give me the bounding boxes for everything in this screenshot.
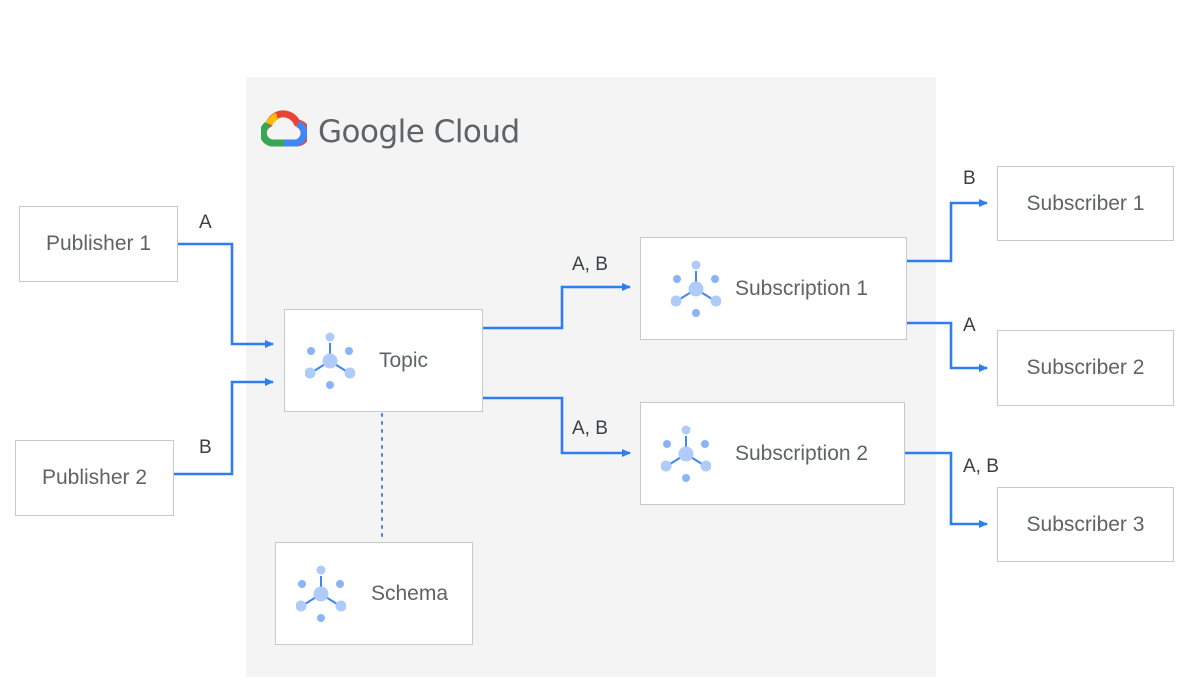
- publisher-1-message-label: A: [199, 212, 212, 233]
- publisher-2-message-label: B: [199, 437, 212, 458]
- subscriber-2-message-label: A: [963, 315, 976, 336]
- topic-label: Topic: [379, 348, 429, 372]
- subscriber-1-message-label: B: [963, 168, 976, 189]
- subscriber-3-label: Subscriber 3: [1026, 512, 1145, 536]
- subscriber-2-box: Subscriber 2: [997, 330, 1174, 406]
- google-cloud-logo-icon: [261, 110, 307, 147]
- subscriber-3-box: Subscriber 3: [997, 487, 1174, 562]
- subscriber-1-label: Subscriber 1: [1026, 191, 1145, 215]
- subscription-2-box: Subscription 2: [640, 402, 905, 505]
- schema-box: Schema: [275, 542, 473, 645]
- pubsub-icon: [671, 260, 721, 317]
- subscription-1-box: Subscription 1: [640, 237, 907, 340]
- subscription-1-incoming-label: A, B: [572, 254, 608, 275]
- subscriber-1-box: Subscriber 1: [997, 166, 1174, 241]
- subscription-1-to-subscriber-2-arrow: [907, 321, 988, 372]
- subscription-2-label: Subscription 2: [735, 441, 869, 465]
- topic-to-subscription-1-arrow: [483, 283, 631, 330]
- subscriber-3-message-label: A, B: [963, 456, 999, 477]
- subscription-2-to-subscriber-3-arrow: [905, 451, 988, 528]
- schema-label: Schema: [371, 581, 449, 605]
- pubsub-icon: [296, 565, 346, 622]
- subscriber-2-label: Subscriber 2: [1026, 356, 1145, 379]
- pubsub-icon: [305, 332, 355, 389]
- publisher-2-label: Publisher 2: [41, 466, 148, 489]
- publisher-1-to-topic-arrow: [178, 242, 274, 348]
- subscription-1-to-subscriber-1-arrow: [907, 199, 988, 263]
- publisher-1-box: Publisher 1: [19, 206, 178, 282]
- publisher-1-label: Publisher 1: [45, 232, 152, 255]
- topic-box: Topic: [284, 309, 483, 412]
- topic-to-subscription-2-arrow: [483, 396, 631, 457]
- brand-name: Google Cloud: [318, 114, 520, 150]
- subscription-1-label: Subscription 1: [735, 276, 869, 300]
- publisher-2-box: Publisher 2: [15, 440, 174, 516]
- pubsub-icon: [661, 425, 711, 482]
- publisher-2-to-topic-arrow: [174, 378, 274, 476]
- subscription-2-incoming-label: A, B: [572, 418, 608, 439]
